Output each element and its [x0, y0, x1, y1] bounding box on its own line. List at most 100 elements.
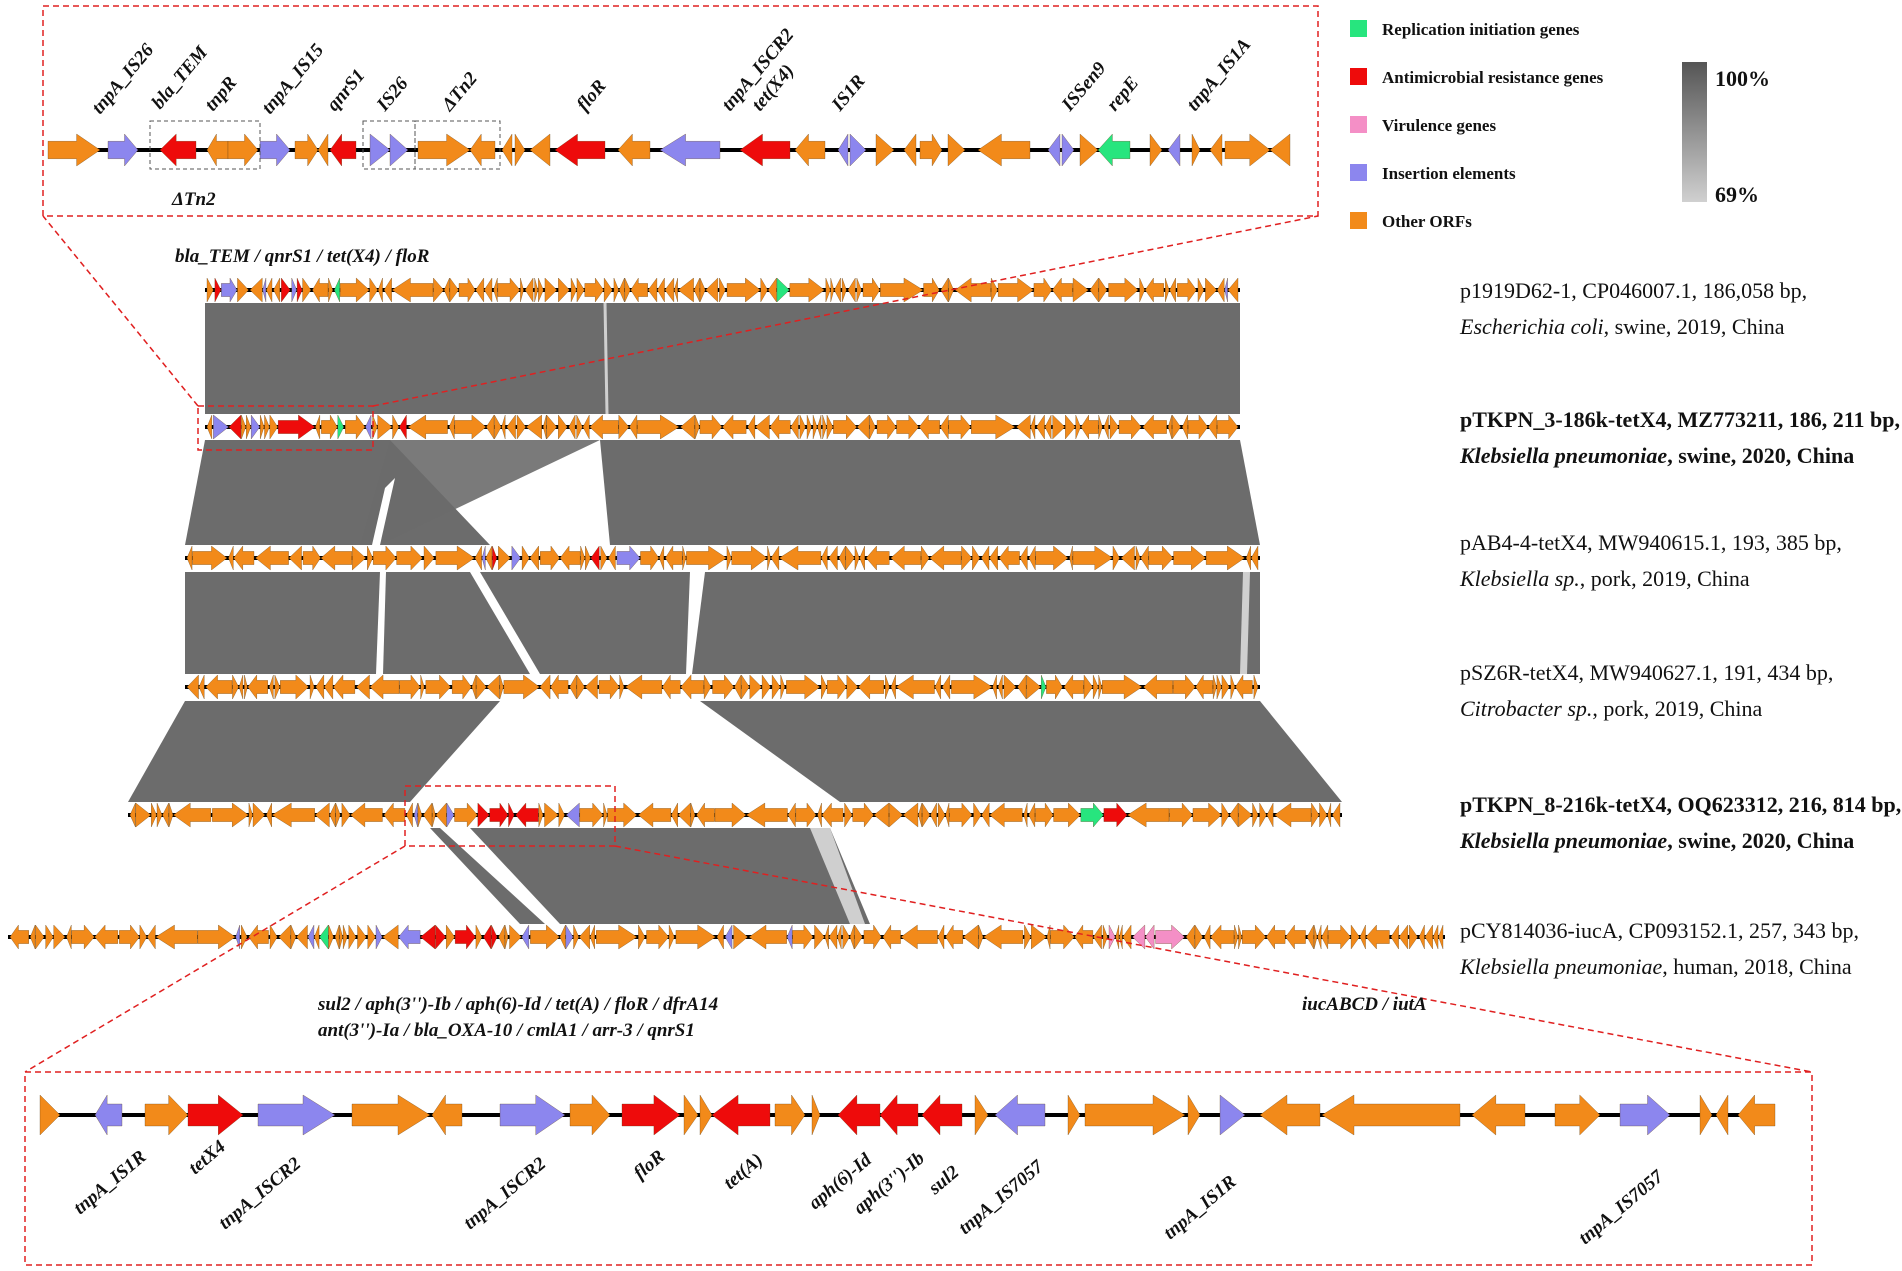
gene-arrow — [30, 924, 36, 950]
gene-arrow — [139, 924, 147, 950]
gene-arrow — [862, 277, 881, 303]
gene-arrow — [726, 277, 761, 303]
gene-arrow — [511, 545, 521, 571]
gene-arrow — [1205, 545, 1245, 571]
plasmid-label-3: pAB4-4-tetX4, MW940615.1, 193, 385 bp, K… — [1460, 530, 1842, 592]
gene-arrow — [694, 414, 700, 440]
gene-arrow — [949, 802, 973, 828]
gene-arrow — [550, 674, 569, 700]
gene-arrow — [937, 924, 945, 950]
gene-arrow — [812, 414, 818, 440]
gene-arrow — [830, 277, 835, 303]
gene-arrow — [569, 1094, 611, 1136]
gene-arrow — [1102, 924, 1108, 950]
gene-arrow — [624, 277, 631, 303]
gene-arrow — [540, 545, 560, 571]
gene-arrow — [972, 545, 981, 571]
gene-arrow — [508, 802, 515, 828]
gene-arrow — [1327, 802, 1331, 828]
plasmid-label-5: pTKPN_8-216k-tetX4, OQ623312, 216, 814 b… — [1460, 792, 1901, 854]
gene-arrow — [377, 277, 383, 303]
gene-arrow — [206, 277, 214, 303]
gene-arrow — [1053, 802, 1081, 828]
gene-arrow — [1033, 277, 1053, 303]
gene-arrow — [1047, 133, 1061, 167]
gene-arrow — [443, 277, 450, 303]
gene-arrow — [1093, 674, 1099, 700]
gene-arrow — [71, 924, 95, 950]
gene-arrow — [929, 545, 962, 571]
gene-arrow — [423, 802, 433, 828]
gene-arrow — [506, 414, 516, 440]
gene-label: tetX4 — [185, 1136, 230, 1179]
gene-arrow — [329, 133, 357, 167]
gene-arrow — [1108, 924, 1116, 950]
gene-arrow — [1409, 924, 1418, 950]
gene-arrow — [1266, 802, 1274, 828]
gene-arrow — [1103, 802, 1128, 828]
gene-arrow — [790, 414, 799, 440]
gene-arrow — [977, 133, 1031, 167]
gene-arrow — [1103, 414, 1109, 440]
gene-arrow — [1259, 1094, 1321, 1136]
gene-arrow — [1035, 545, 1069, 571]
gene-arrow — [476, 674, 487, 700]
zoom-connector — [42, 215, 199, 407]
gene-arrow — [233, 545, 255, 571]
gene-arrow — [817, 414, 822, 440]
gene-arrow — [770, 545, 780, 571]
track-pCY814036 — [8, 924, 1445, 950]
gene-arrow — [498, 545, 511, 571]
gene-arrow — [1165, 277, 1170, 303]
gene-arrow — [828, 924, 838, 950]
gene-arrow — [367, 924, 376, 950]
gene-arrow — [890, 674, 896, 700]
gene-arrow — [741, 674, 750, 700]
gene-arrow — [570, 277, 577, 303]
gene-arrow — [792, 924, 814, 950]
gene-arrow — [377, 414, 393, 440]
gene-arrow — [948, 414, 972, 440]
plasmid-label-4-line1: pSZ6R-tetX4, MW940627.1, 191, 434 bp, — [1460, 660, 1834, 685]
gene-arrow — [603, 802, 608, 828]
plasmid-label-5-line1: pTKPN_8-216k-tetX4, OQ623312, 216, 814 b… — [1460, 792, 1902, 817]
gene-arrow — [339, 924, 343, 950]
homology-block-1-2 — [205, 303, 1240, 414]
gene-arrow — [1285, 924, 1306, 950]
gene-arrow — [328, 924, 334, 950]
gene-arrow — [576, 674, 585, 700]
plasmid-label-5-line2: Klebsiella pneumoniae, swine, 2020, Chin… — [1460, 828, 1901, 854]
gene-arrow — [186, 545, 193, 571]
homology-gap — [470, 572, 540, 674]
gene-arrow — [339, 277, 370, 303]
gene-arrow — [260, 414, 265, 440]
gene-arrow — [621, 1094, 681, 1136]
gene-arrow — [646, 924, 669, 950]
gene-arrow — [1061, 133, 1075, 167]
gene-arrow — [538, 802, 544, 828]
gene-arrow — [849, 133, 867, 167]
gene-arrow — [1102, 674, 1143, 700]
gene-arrow — [248, 924, 269, 950]
gene-arrow — [534, 277, 539, 303]
gene-arrow — [319, 924, 329, 950]
gene-arrow — [789, 277, 825, 303]
gene-arrow — [1019, 545, 1028, 571]
species: Klebsiella pneumoniae — [1460, 954, 1663, 979]
gene-arrow — [356, 674, 370, 700]
gene-arrow — [291, 277, 297, 303]
gene-arrow — [845, 545, 855, 571]
gene-arrow — [885, 674, 890, 700]
gene-arrow — [1115, 924, 1120, 950]
gene-arrow — [869, 414, 876, 440]
gene-arrow — [558, 802, 565, 828]
gene-arrow — [530, 924, 560, 950]
homology-gap — [372, 478, 395, 545]
gene-arrow — [638, 802, 672, 828]
gene-arrow — [1321, 924, 1328, 950]
gene-arrow — [1194, 924, 1203, 950]
gene-arrow — [739, 133, 791, 167]
gene-arrow — [367, 545, 373, 571]
gene-arrow — [731, 545, 768, 571]
gene-arrow — [317, 133, 329, 167]
